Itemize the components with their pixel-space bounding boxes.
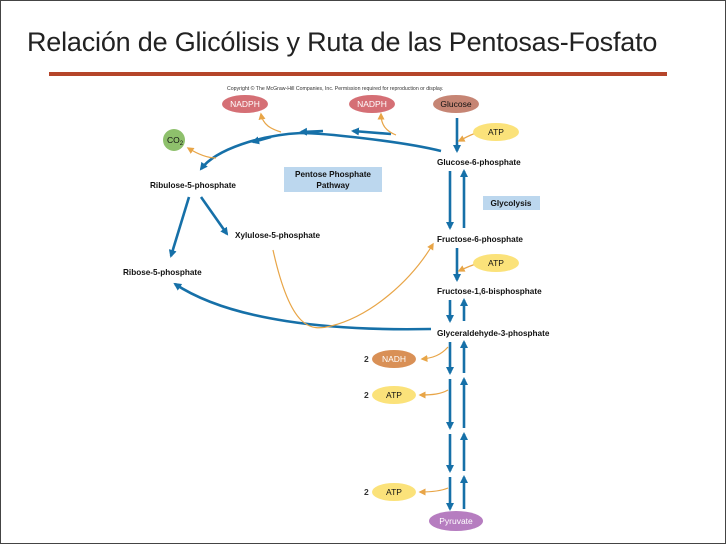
ppp-label-line1: Pentose Phosphate (295, 170, 371, 179)
arrow-ru5p-to-r5p (168, 196, 191, 258)
atp-pill-4: ATP (372, 483, 416, 501)
atp-multiplier-1: 2 (364, 390, 369, 400)
slide-title: Relación de Glicólisis y Ruta de las Pen… (27, 27, 658, 57)
f16bp-label: Fructose-1,6-bisphosphate (437, 287, 542, 296)
arrow-arc-seg-2 (299, 127, 324, 136)
nadph-label-1: NADPH (230, 99, 260, 109)
nadh-label: NADH (382, 354, 406, 364)
atp-label-2: ATP (488, 258, 504, 268)
title-underline (49, 72, 667, 76)
xu5p-label: Xylulose-5-phosphate (235, 231, 321, 240)
arrow-chain-to-atp-3 (418, 389, 449, 399)
atp-pill-1: ATP (473, 123, 519, 141)
pyruvate-label: Pyruvate (439, 516, 473, 526)
r5p-label: Ribose-5-phosphate (123, 268, 202, 277)
atp-label-3: ATP (386, 390, 402, 400)
arrow-g6p-oxidative-arc (199, 131, 442, 171)
nadh-pill: NADH (372, 350, 416, 368)
atp-label-4: ATP (386, 487, 402, 497)
pyruvate-pill: Pyruvate (429, 511, 483, 531)
copyright-text: Copyright © The McGraw-Hill Companies, I… (227, 85, 443, 92)
arrow-xu5p-to-f6p (272, 242, 434, 329)
atp-label-1: ATP (488, 127, 504, 137)
nadph-label-2: NADPH (357, 99, 387, 109)
g3p-label: Glyceraldehyde-3-phosphate (437, 329, 550, 338)
atp-pill-3: ATP (372, 386, 416, 404)
arrow-to-nadph-2 (377, 112, 397, 136)
arrow-chain-to-atp-4 (418, 487, 449, 496)
arrow-arc-seg-3 (251, 135, 272, 145)
atp-multiplier-2: 2 (364, 487, 369, 497)
nadph-pill-2: NADPH (349, 95, 395, 113)
arrow-to-nadph-1 (258, 112, 282, 133)
arrow-ru5p-to-xu5p (199, 196, 229, 236)
ru5p-label: Ribulose-5-phosphate (150, 181, 236, 190)
g6p-label: Glucose-6-phosphate (437, 158, 521, 167)
arrow-to-co2 (186, 147, 217, 159)
glycolysis-box: Glycolysis (483, 196, 540, 210)
pentose-phosphate-pathway-box: Pentose Phosphate Pathway (284, 167, 382, 192)
glucose-pill: Glucose (433, 95, 479, 113)
ppp-label-line2: Pathway (316, 181, 350, 190)
arrow-g3p-to-r5p (173, 282, 432, 331)
arrow-arc-seg-1 (351, 127, 392, 136)
glucose-label: Glucose (440, 99, 471, 109)
arrow-chain-to-nadh (420, 346, 449, 362)
glycolysis-label: Glycolysis (491, 199, 532, 208)
nadh-multiplier: 2 (364, 354, 369, 364)
atp-pill-2: ATP (473, 254, 519, 272)
co2-circle: CO2 (163, 129, 185, 151)
nadph-pill-1: NADPH (222, 95, 268, 113)
f6p-label: Fructose-6-phosphate (437, 235, 523, 244)
co2-label: CO2 (167, 135, 184, 147)
